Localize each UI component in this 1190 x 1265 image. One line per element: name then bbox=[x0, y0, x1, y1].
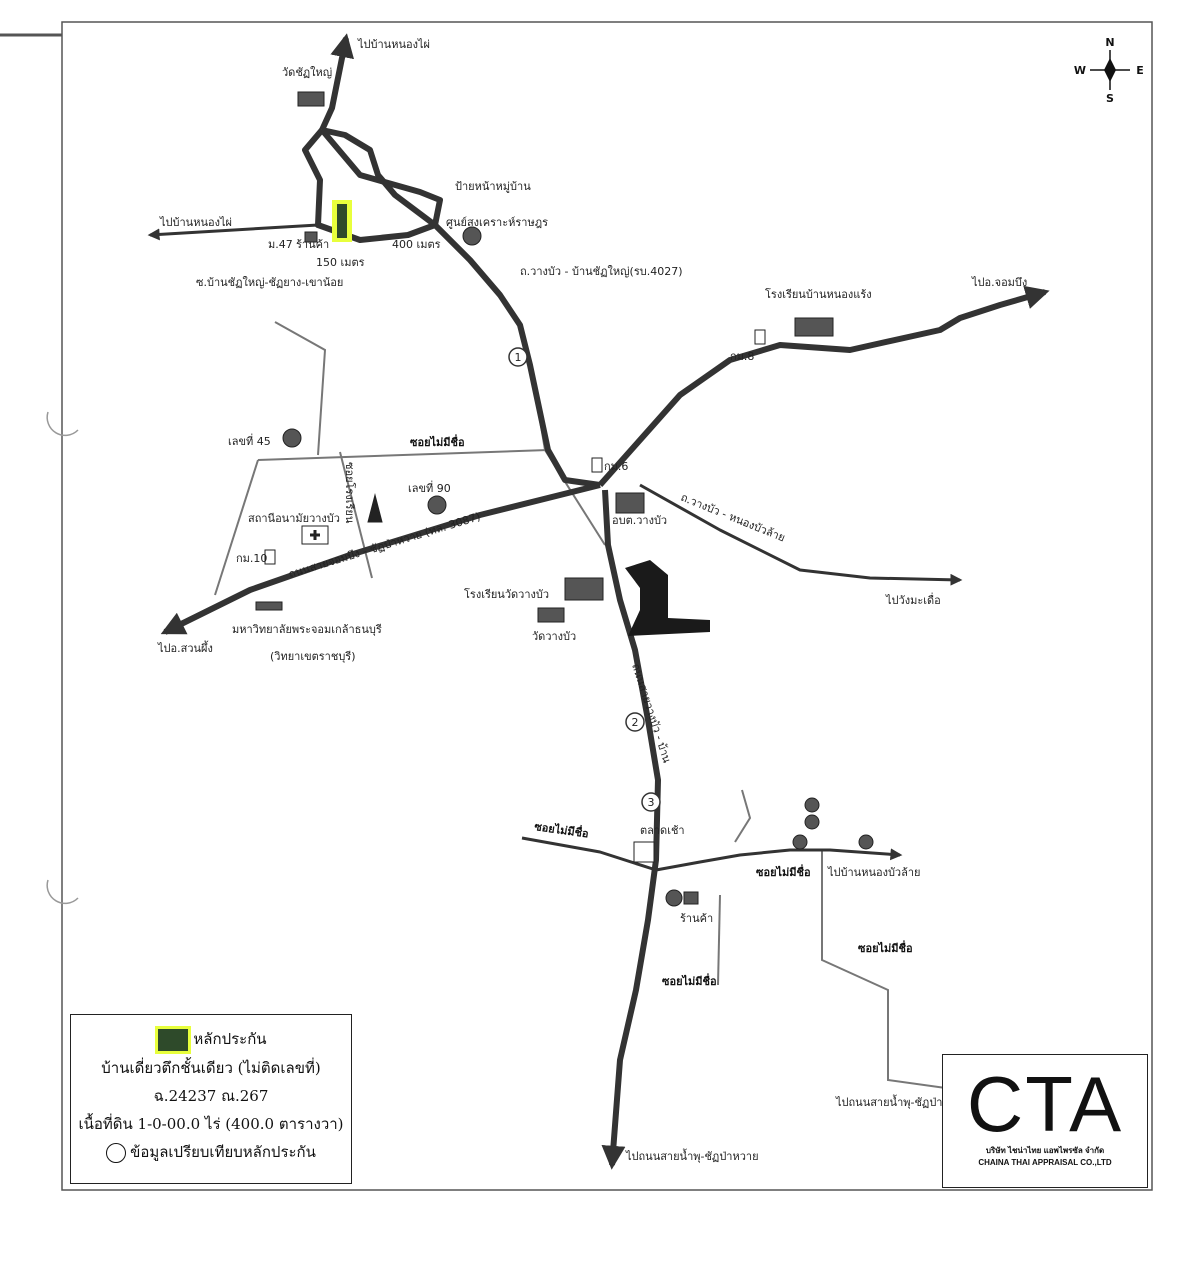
office-icon bbox=[615, 492, 645, 514]
label-market: ตลาดเช้า bbox=[640, 824, 685, 837]
logo-thai-name: บริษัท ไชน่าไทย แอพไพรซัล จำกัด bbox=[985, 1146, 1105, 1155]
logo-text: CTA bbox=[966, 1060, 1124, 1148]
market-icon bbox=[633, 841, 655, 863]
label-soi-school: ซอยโรงเรียน bbox=[343, 462, 357, 524]
tree-icon bbox=[792, 834, 808, 850]
label-soi-noname-3: ซอยไม่มีชื่อ bbox=[756, 864, 811, 879]
label-university: มหาวิทยาลัยพระจอมเกล้าธนบุรี bbox=[232, 623, 382, 636]
marker-3: 3 bbox=[648, 796, 655, 809]
label-school-nongkrang: โรงเรียนบ้านหนองแร้ง bbox=[765, 287, 872, 301]
label-house45: เลขที่ 45 bbox=[228, 433, 271, 448]
binder-hole bbox=[46, 411, 79, 437]
label-wat-chatyai: วัดชัฏใหญ่ bbox=[282, 66, 332, 79]
legend-comparable-row: ข้อมูลเปรียบเทียบหลักประกัน bbox=[71, 1138, 351, 1166]
label-north-top: ไปบ้านหนองไผ่ bbox=[357, 38, 430, 51]
logo-english-name: CHAINA THAI APPRAISAL CO.,LTD bbox=[978, 1158, 1112, 1167]
label-to-chom-bueng: ไปอ.จอมบึง bbox=[971, 276, 1027, 289]
legend-collateral: หลักประกัน bbox=[193, 1030, 267, 1048]
map-frame bbox=[61, 21, 1153, 1191]
label-welfare-center: ศูนย์สงเคราะห์ราษฎร bbox=[446, 216, 548, 229]
label-km6: กม.6 bbox=[604, 460, 628, 473]
legend-property-type: บ้านเดี่ยวตึกชั้นเดียว (ไม่ติดเลขที่) bbox=[101, 1059, 321, 1077]
minor-roads bbox=[214, 321, 961, 1091]
label-house90: เลขที่ 90 bbox=[408, 480, 451, 495]
legend-collateral-row: หลักประกัน bbox=[71, 1025, 351, 1054]
km-post-icon bbox=[754, 329, 766, 345]
label-shop-top: ร้านค้า bbox=[296, 238, 329, 251]
label-dist-400: 400 เมตร bbox=[392, 238, 441, 251]
label-school-watwangbua: โรงเรียนวัดวางบัว bbox=[464, 587, 549, 601]
tree-icon bbox=[858, 834, 874, 850]
company-logo: CTA บริษัท ไชน่าไทย แอพไพรซัล จำกัด CHAI… bbox=[942, 1054, 1148, 1188]
tree-icon bbox=[804, 814, 820, 830]
label-wat-wangbua: วัดวางบัว bbox=[532, 630, 576, 643]
comparable-circle-icon bbox=[106, 1143, 127, 1163]
marker-2: 2 bbox=[632, 716, 639, 729]
label-university-sub: (วิทยาเขตราชบุรี) bbox=[270, 650, 356, 663]
label-soi-noname-2: ซอยไม่มีชื่อ bbox=[534, 818, 590, 840]
legend-comparable: ข้อมูลเปรียบเทียบหลักประกัน bbox=[130, 1143, 316, 1161]
marker-1: 1 bbox=[515, 351, 522, 364]
legend-area: เนื้อที่ดิน 1-0-00.0 ไร่ (400.0 ตารางวา) bbox=[78, 1115, 344, 1133]
label-to-nongbuachai: ไปบ้านหนองบัวล้าย bbox=[827, 866, 920, 879]
route-markers bbox=[508, 347, 661, 812]
km-post-icon bbox=[591, 457, 603, 473]
map-legend: หลักประกัน บ้านเดี่ยวตึกชั้นเดียว (ไม่ติ… bbox=[70, 1014, 352, 1184]
landmark-icons bbox=[255, 91, 874, 907]
label-soi-noname-5: ซอยไม่มีชื่อ bbox=[662, 973, 717, 988]
tree-icon bbox=[665, 889, 683, 907]
collateral-swatch-icon bbox=[155, 1026, 192, 1054]
legend-deed: ฉ.24237 ณ.267 bbox=[153, 1087, 269, 1105]
shop-icon bbox=[683, 891, 699, 905]
label-to-suan-phueng: ไปอ.สวนผึ้ง bbox=[157, 640, 213, 655]
compass-rose: N S E W bbox=[1074, 36, 1144, 105]
tree-icon bbox=[427, 495, 447, 515]
label-road-4027: ถ.วางบัว - บ้านชัฏใหญ่(รบ.4027) bbox=[520, 265, 683, 278]
label-shop-south: ร้านค้า bbox=[680, 912, 713, 925]
main-roads bbox=[147, 33, 1050, 1170]
university-icon bbox=[255, 601, 283, 611]
label-soi-noname-1: ซอยไม่มีชื่อ bbox=[410, 434, 465, 449]
tree-icon bbox=[804, 797, 820, 813]
shop-icon bbox=[304, 231, 318, 243]
temple-icon bbox=[537, 607, 565, 623]
label-obt: อบต.วางบัว bbox=[612, 514, 667, 527]
compass-w: W bbox=[1074, 64, 1086, 77]
km-post-icon bbox=[264, 549, 276, 565]
tree-icon bbox=[462, 226, 482, 246]
label-m47: ม.47 bbox=[268, 238, 293, 251]
label-to-wang-mafuea: ไปวังมะเดื่อ bbox=[885, 592, 941, 607]
label-clinic: สถานีอนามัยวางบัว bbox=[248, 512, 340, 525]
binder-hole bbox=[46, 879, 79, 905]
landmark-block bbox=[625, 560, 710, 636]
temple-icon bbox=[297, 91, 325, 107]
tree-icon bbox=[282, 428, 302, 448]
label-village-sign: ป้ายหน้าหมู่บ้าน bbox=[455, 180, 531, 193]
label-dist-150: 150 เมตร bbox=[316, 256, 365, 269]
compass-e: E bbox=[1136, 64, 1144, 77]
compass-s: S bbox=[1106, 92, 1114, 105]
tower-icon bbox=[367, 493, 383, 523]
school-icon bbox=[794, 317, 834, 337]
label-to-road-south: ไปถนนสายน้ำพุ-ชัฏป่าหวาย bbox=[625, 1148, 759, 1163]
label-km10: กม.10 bbox=[236, 552, 267, 565]
label-soi-chatyai: ซ.บ้านชัฏใหญ่-ชัฏยาง-เขาน้อย bbox=[196, 276, 343, 289]
label-km8: กม.8 bbox=[730, 350, 754, 363]
compass-n: N bbox=[1105, 36, 1114, 49]
label-west-top: ไปบ้านหนองไผ่ bbox=[159, 216, 232, 229]
school-icon bbox=[564, 577, 604, 601]
label-to-road-nampu: ไปถนนสายน้ำพุ-ชัฏป่าหวาย bbox=[835, 1094, 969, 1109]
label-soi-noname-4: ซอยไม่มีชื่อ bbox=[858, 940, 913, 955]
